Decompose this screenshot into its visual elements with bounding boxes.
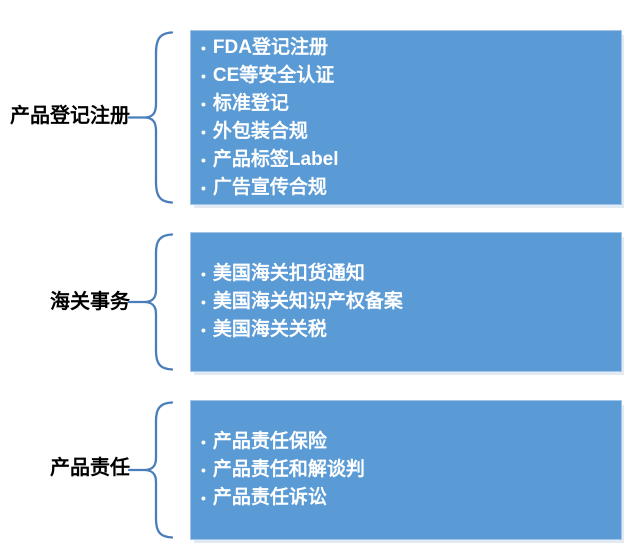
- list-item-label: 产品责任保险: [212, 431, 327, 452]
- list-item-label: 外包装合规: [212, 120, 308, 142]
- list-item-label: CE等安全认证: [212, 64, 335, 86]
- bullet-icon: •: [201, 151, 206, 168]
- list-item-label: 广告宣传合规: [212, 176, 327, 198]
- section-label-product-liability: 产品责任: [50, 457, 130, 479]
- content-box-product-liability: • 产品责任保险 • 产品责任和解谈判 • 产品责任诉讼: [190, 400, 622, 540]
- list-item-label: 美国海关扣货通知: [212, 263, 365, 284]
- list-item: • FDA登记注册: [201, 34, 621, 62]
- list-item-label: 产品责任诉讼: [212, 487, 327, 508]
- content-box-customs-affairs: • 美国海关扣货通知 • 美国海关知识产权备案 • 美国海关关税: [190, 232, 622, 372]
- list-item: • 产品责任保险: [201, 428, 621, 456]
- list-item: • 标准登记: [201, 90, 621, 118]
- list-item: • 美国海关关税: [201, 316, 621, 344]
- left-brace-icon: [127, 233, 174, 371]
- bullet-icon: •: [201, 490, 206, 506]
- list-item: • 外包装合规: [201, 118, 621, 146]
- list-item: • CE等安全认证: [201, 62, 621, 90]
- left-brace-icon: [127, 401, 174, 539]
- list-item: • 广告宣传合规: [201, 174, 621, 202]
- bullet-icon: •: [201, 67, 206, 84]
- list-item: • 产品责任诉讼: [201, 484, 621, 512]
- bullet-icon: •: [201, 294, 206, 310]
- bullet-icon: •: [201, 434, 206, 450]
- list-item: • 美国海关知识产权备案: [201, 288, 621, 316]
- list-item-label: 产品责任和解谈判: [212, 459, 365, 480]
- bullet-icon: •: [201, 266, 206, 282]
- list-item-label: 产品标签Label: [212, 148, 339, 170]
- section-label-customs-affairs: 海关事务: [50, 291, 130, 313]
- list-item-label: FDA登记注册: [212, 36, 328, 58]
- bullet-icon: •: [201, 95, 206, 112]
- list-item: • 产品责任和解谈判: [201, 456, 621, 484]
- bullet-icon: •: [201, 123, 206, 140]
- left-brace-icon: [127, 31, 174, 204]
- bullet-icon: •: [201, 39, 206, 56]
- list-item-label: 美国海关知识产权备案: [212, 291, 403, 312]
- list-item: • 产品标签Label: [201, 146, 621, 174]
- section-label-product-registration: 产品登记注册: [10, 105, 130, 127]
- content-box-product-registration: • FDA登记注册 • CE等安全认证 • 标准登记 • 外包装合规 • 产品标…: [190, 30, 622, 205]
- bullet-icon: •: [201, 462, 206, 478]
- bullet-icon: •: [201, 179, 206, 196]
- list-item-label: 标准登记: [212, 92, 289, 114]
- list-item-label: 美国海关关税: [212, 319, 327, 340]
- list-item: • 美国海关扣货通知: [201, 260, 621, 288]
- bullet-icon: •: [201, 322, 206, 338]
